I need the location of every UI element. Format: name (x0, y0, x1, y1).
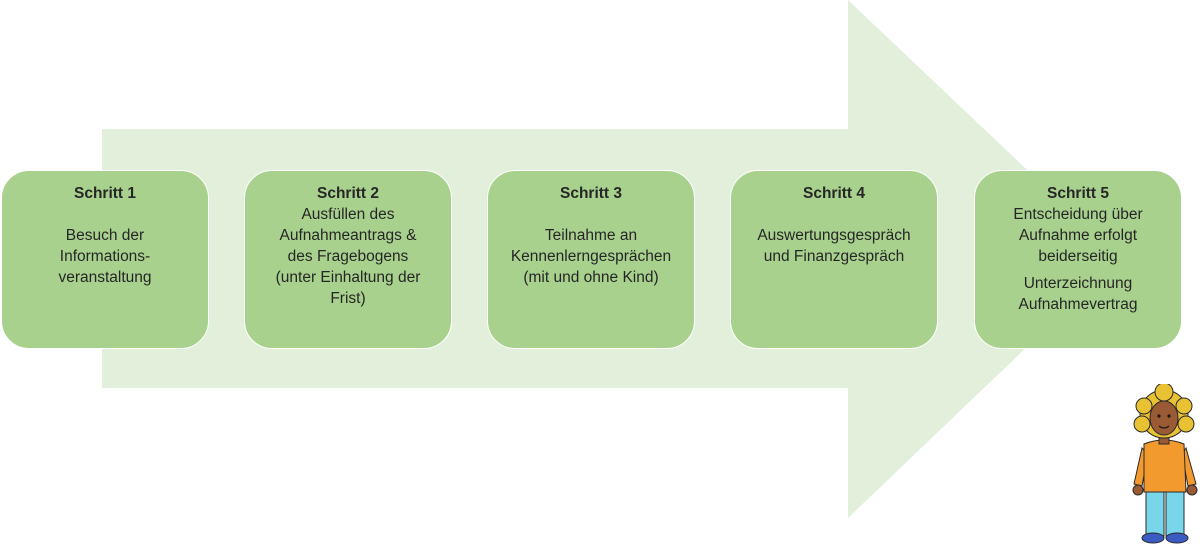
step-4-line-1: Auswertungsgespräch und Finanzgespräch (757, 227, 911, 265)
step-1-line-1: Besuch der Informations-veranstaltung (58, 227, 152, 286)
step-3-box: Schritt 3 Teilnahme an Kennenlerngespräc… (487, 170, 695, 349)
step-3-line-1: Teilnahme an Kennenlerngesprächen (mit u… (510, 227, 672, 286)
step-1-title: Schritt 1 (73, 185, 136, 202)
step-3-title: Schritt 3 (559, 185, 622, 202)
step-2-line-1: Ausfüllen des Aufnahmeantrags & des Frag… (275, 206, 421, 307)
step-5-text: Entscheidung über Aufnahme erfolgt beide… (983, 204, 1173, 315)
step-5-title: Schritt 5 (1046, 185, 1109, 202)
step-2-title: Schritt 2 (316, 185, 379, 202)
step-5-line-1: Entscheidung über Aufnahme erfolgt beide… (1013, 206, 1143, 265)
step-4-box: Schritt 4 Auswertungsgespräch und Finanz… (730, 170, 938, 349)
step-5-line-2: Unterzeichnung Aufnahmevertrag (1018, 275, 1138, 313)
child-illustration (1132, 384, 1198, 544)
step-2-box: Schritt 2 Ausfüllen des Aufnahmeantrags … (244, 170, 452, 349)
step-2-text: Ausfüllen des Aufnahmeantrags & des Frag… (253, 204, 443, 309)
step-4-title: Schritt 4 (802, 185, 865, 202)
step-1-box: Schritt 1 Besuch der Informations-verans… (1, 170, 209, 349)
step-5-box: Schritt 5 Entscheidung über Aufnahme erf… (974, 170, 1182, 349)
step-4-text: Auswertungsgespräch und Finanzgespräch (739, 225, 929, 267)
step-3-text: Teilnahme an Kennenlerngesprächen (mit u… (496, 225, 686, 288)
step-1-text: Besuch der Informations-veranstaltung (10, 225, 200, 288)
